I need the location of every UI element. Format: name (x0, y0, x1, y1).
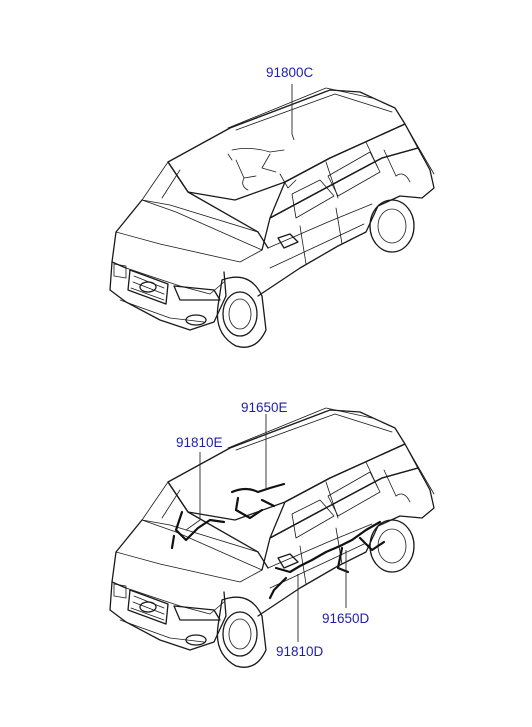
callout-91650e: 91650E (241, 400, 288, 415)
front-door-harness (170, 510, 226, 550)
callout-leader-91810e (185, 452, 201, 531)
roof-harness (230, 482, 286, 520)
rear-door-harness (358, 536, 386, 552)
top-vehicle: 91800C (109, 65, 435, 348)
callout-91800c: 91800C (266, 65, 314, 80)
side-door-harness (268, 520, 382, 600)
vehicle-line-art (109, 407, 435, 668)
callout-91810e: 91810E (176, 435, 223, 450)
roof-harness (231, 148, 297, 189)
roof-harness-branch (227, 153, 249, 191)
bottom-vehicle: 91650E 91810E 91650D 91810D (109, 400, 435, 668)
callout-91650d: 91650D (322, 611, 370, 626)
vehicle-line-art (109, 87, 435, 348)
callout-leader-91800c (291, 84, 295, 141)
callout-91810d: 91810D (276, 644, 324, 659)
